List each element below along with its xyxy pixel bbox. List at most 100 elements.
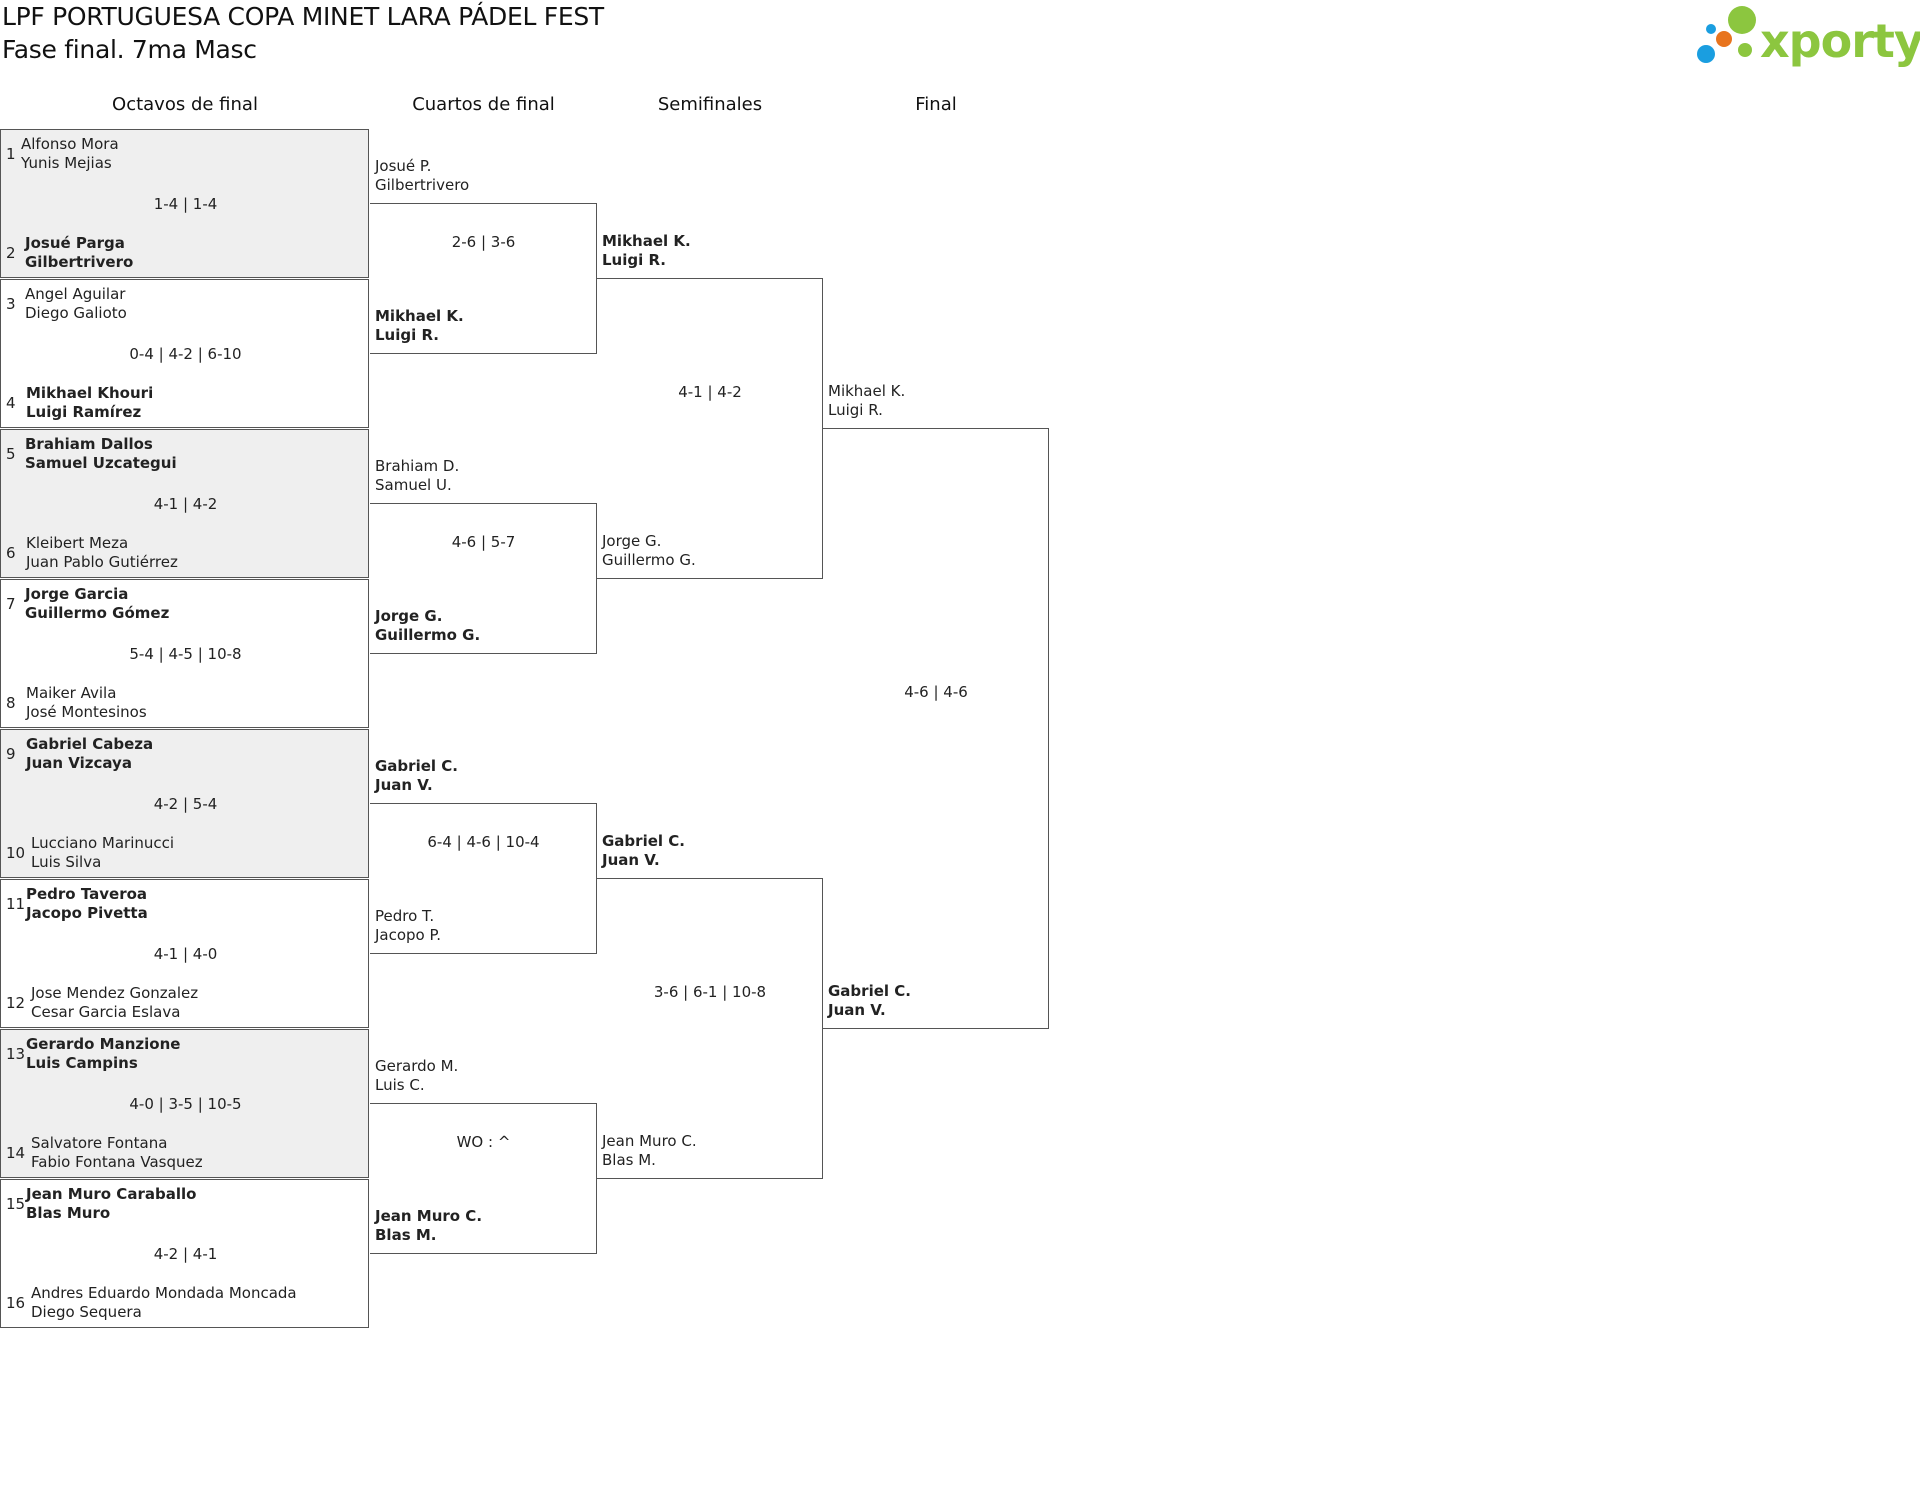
match-score: 4-2 | 5-4 (153, 795, 218, 813)
seed-number: 15 (6, 1195, 26, 1213)
player-name: Alfonso Mora (21, 135, 119, 153)
cuartos-match-connector (370, 1103, 597, 1254)
team-bottom: Jean Muro C.Blas M. (375, 1207, 482, 1245)
round-header-semifinales: Semifinales (657, 94, 763, 115)
player-name: Luis Silva (31, 853, 102, 871)
match-score: 4-2 | 4-1 (153, 1245, 218, 1263)
team-bottom: Pedro T.Jacopo P. (375, 907, 441, 945)
player-name: Jorge G. (602, 532, 662, 550)
team-top: Gabriel C.Juan V. (375, 757, 458, 795)
player-name: José Montesinos (26, 703, 147, 721)
match-score: 2-6 | 3-6 (451, 233, 516, 251)
player-name: Diego Galioto (25, 304, 127, 322)
match-score: WO : ^ (456, 1133, 511, 1151)
player-name: Jean Muro C. (602, 1132, 697, 1150)
player-name: Gerardo Manzione (26, 1035, 181, 1053)
team-top: Mikhael K.Luigi R. (602, 232, 691, 270)
player-name: Gabriel C. (375, 757, 458, 775)
player-name: Gilbertrivero (375, 176, 470, 194)
final-match-connector (823, 428, 1049, 1029)
player-name: Blas Muro (26, 1204, 111, 1222)
team-top: Gerardo M.Luis C. (375, 1057, 458, 1095)
player-name: Mikhael K. (375, 307, 464, 325)
seed-number: 6 (6, 544, 16, 562)
player-name: Gerardo M. (375, 1057, 459, 1075)
player-name: Mikhael K. (602, 232, 691, 250)
player-name: Jean Muro C. (375, 1207, 483, 1225)
cuartos-match-connector (370, 503, 597, 654)
player-name: Lucciano Marinucci (31, 834, 175, 852)
player-name: Gilbertrivero (25, 253, 134, 271)
player-name: Blas M. (602, 1151, 656, 1169)
player-name: Gabriel Cabeza (26, 735, 154, 753)
player-name: Mikhael Khouri (26, 384, 154, 402)
player-name: Fabio Fontana Vasquez (31, 1153, 203, 1171)
player-name: Gabriel C. (602, 832, 685, 850)
player-name: Luigi R. (602, 251, 667, 269)
seed-number: 8 (6, 694, 16, 712)
team-top: Brahiam D.Samuel U. (375, 457, 459, 495)
seed-number: 12 (6, 994, 26, 1012)
seed-number: 10 (6, 844, 26, 862)
match-score: 1-4 | 1-4 (153, 195, 218, 213)
match-score: 6-4 | 4-6 | 10-4 (427, 833, 540, 851)
player-name: Pedro T. (375, 907, 435, 925)
team-top: Gabriel C.Juan V. (602, 832, 685, 870)
page-title: LPF PORTUGUESA COPA MINET LARA PÁDEL FES… (2, 2, 604, 31)
match-score: 4-1 | 4-0 (153, 945, 218, 963)
player-name: Luis Campins (26, 1054, 138, 1072)
player-name: Samuel U. (375, 476, 452, 494)
player-name: Salvatore Fontana (31, 1134, 168, 1152)
player-name: Jacopo P. (375, 926, 441, 944)
player-name: Jean Muro Caraballo (26, 1185, 197, 1203)
page-subtitle: Fase final. 7ma Masc (2, 35, 257, 64)
round-header-final: Final (915, 94, 957, 115)
player-name: Juan V. (602, 851, 660, 869)
player-name: Andres Eduardo Mondada Moncada (31, 1284, 297, 1302)
seed-number: 4 (6, 394, 16, 412)
seed-number: 13 (6, 1045, 26, 1063)
seed-number: 11 (6, 895, 26, 913)
player-name: Samuel Uzcategui (25, 454, 177, 472)
logo-text: xporty (1760, 14, 1920, 68)
team-bottom: Gabriel C.Juan V. (828, 982, 911, 1020)
team-top: Josué P.Gilbertrivero (375, 157, 469, 195)
player-name: Pedro Taveroa (26, 885, 148, 903)
player-name: Kleibert Meza (26, 534, 129, 552)
cuartos-match-connector (370, 203, 597, 354)
seed-number: 7 (6, 595, 16, 613)
player-name: Juan V. (375, 776, 433, 794)
seed-number: 3 (6, 295, 16, 313)
player-name: Maiker Avila (26, 684, 117, 702)
seed-number: 16 (6, 1294, 26, 1312)
team-bottom: Jorge G.Guillermo G. (602, 532, 696, 570)
player-name: Josué Parga (25, 234, 125, 252)
player-name: Guillermo G. (602, 551, 696, 569)
player-name: Cesar Garcia Eslava (31, 1003, 181, 1021)
player-name: Brahiam D. (375, 457, 460, 475)
semis-match-connector (597, 878, 823, 1179)
player-name: Jacopo Pivetta (26, 904, 148, 922)
match-score: 4-6 | 5-7 (451, 533, 516, 551)
player-name: Guillermo G. (375, 626, 481, 644)
player-name: Jorge G. (375, 607, 443, 625)
player-name: Luigi R. (375, 326, 440, 344)
seed-number: 1 (6, 145, 16, 163)
semis-match-connector (597, 278, 823, 579)
player-name: Luigi Ramírez (26, 403, 142, 421)
